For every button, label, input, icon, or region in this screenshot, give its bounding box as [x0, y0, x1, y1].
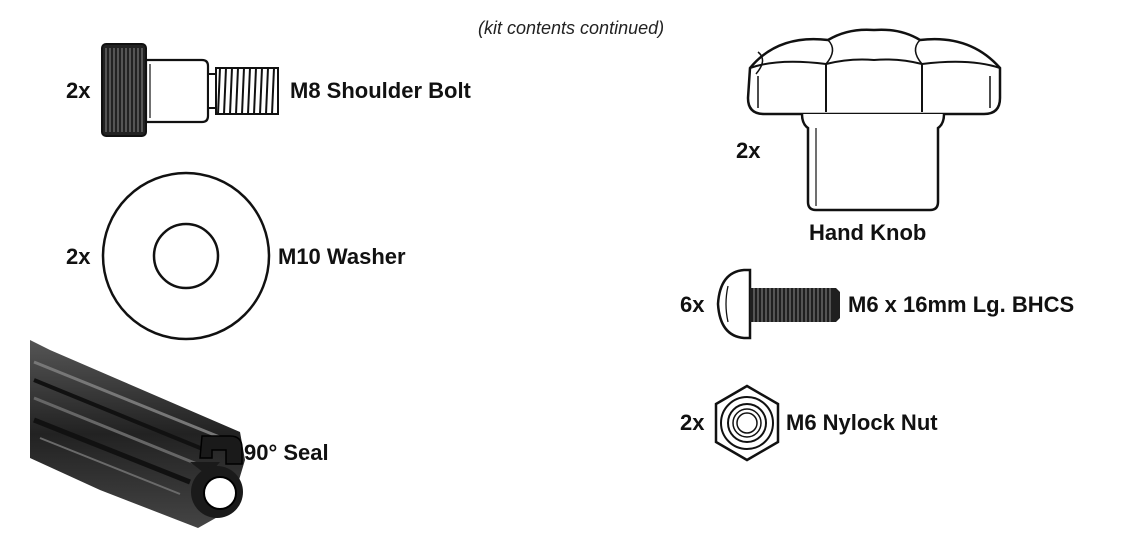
shoulder-bolt-qty: 2x [66, 78, 91, 103]
washer-label: M10 Washer [278, 244, 406, 269]
seal-label: 90° Seal [244, 440, 329, 465]
page-caption: (kit contents continued) [478, 18, 665, 38]
bhcs-label: M6 x 16mm Lg. BHCS [848, 292, 1075, 317]
nut-qty: 2x [680, 410, 705, 435]
washer-qty: 2x [66, 244, 91, 269]
nylock-nut-icon [714, 384, 780, 462]
hand-knob-icon [746, 28, 1002, 212]
shoulder-bolt-label: M8 Shoulder Bolt [290, 78, 471, 103]
bhcs-qty: 6x [680, 292, 705, 317]
shoulder-bolt-icon [101, 43, 279, 137]
seal-profile-icon [30, 340, 245, 528]
washer-icon [101, 171, 271, 341]
button-head-screw-icon [716, 268, 840, 340]
nut-label: M6 Nylock Nut [786, 410, 938, 435]
hand-knob-label: Hand Knob [809, 220, 927, 245]
hand-knob-qty: 2x [736, 138, 761, 163]
